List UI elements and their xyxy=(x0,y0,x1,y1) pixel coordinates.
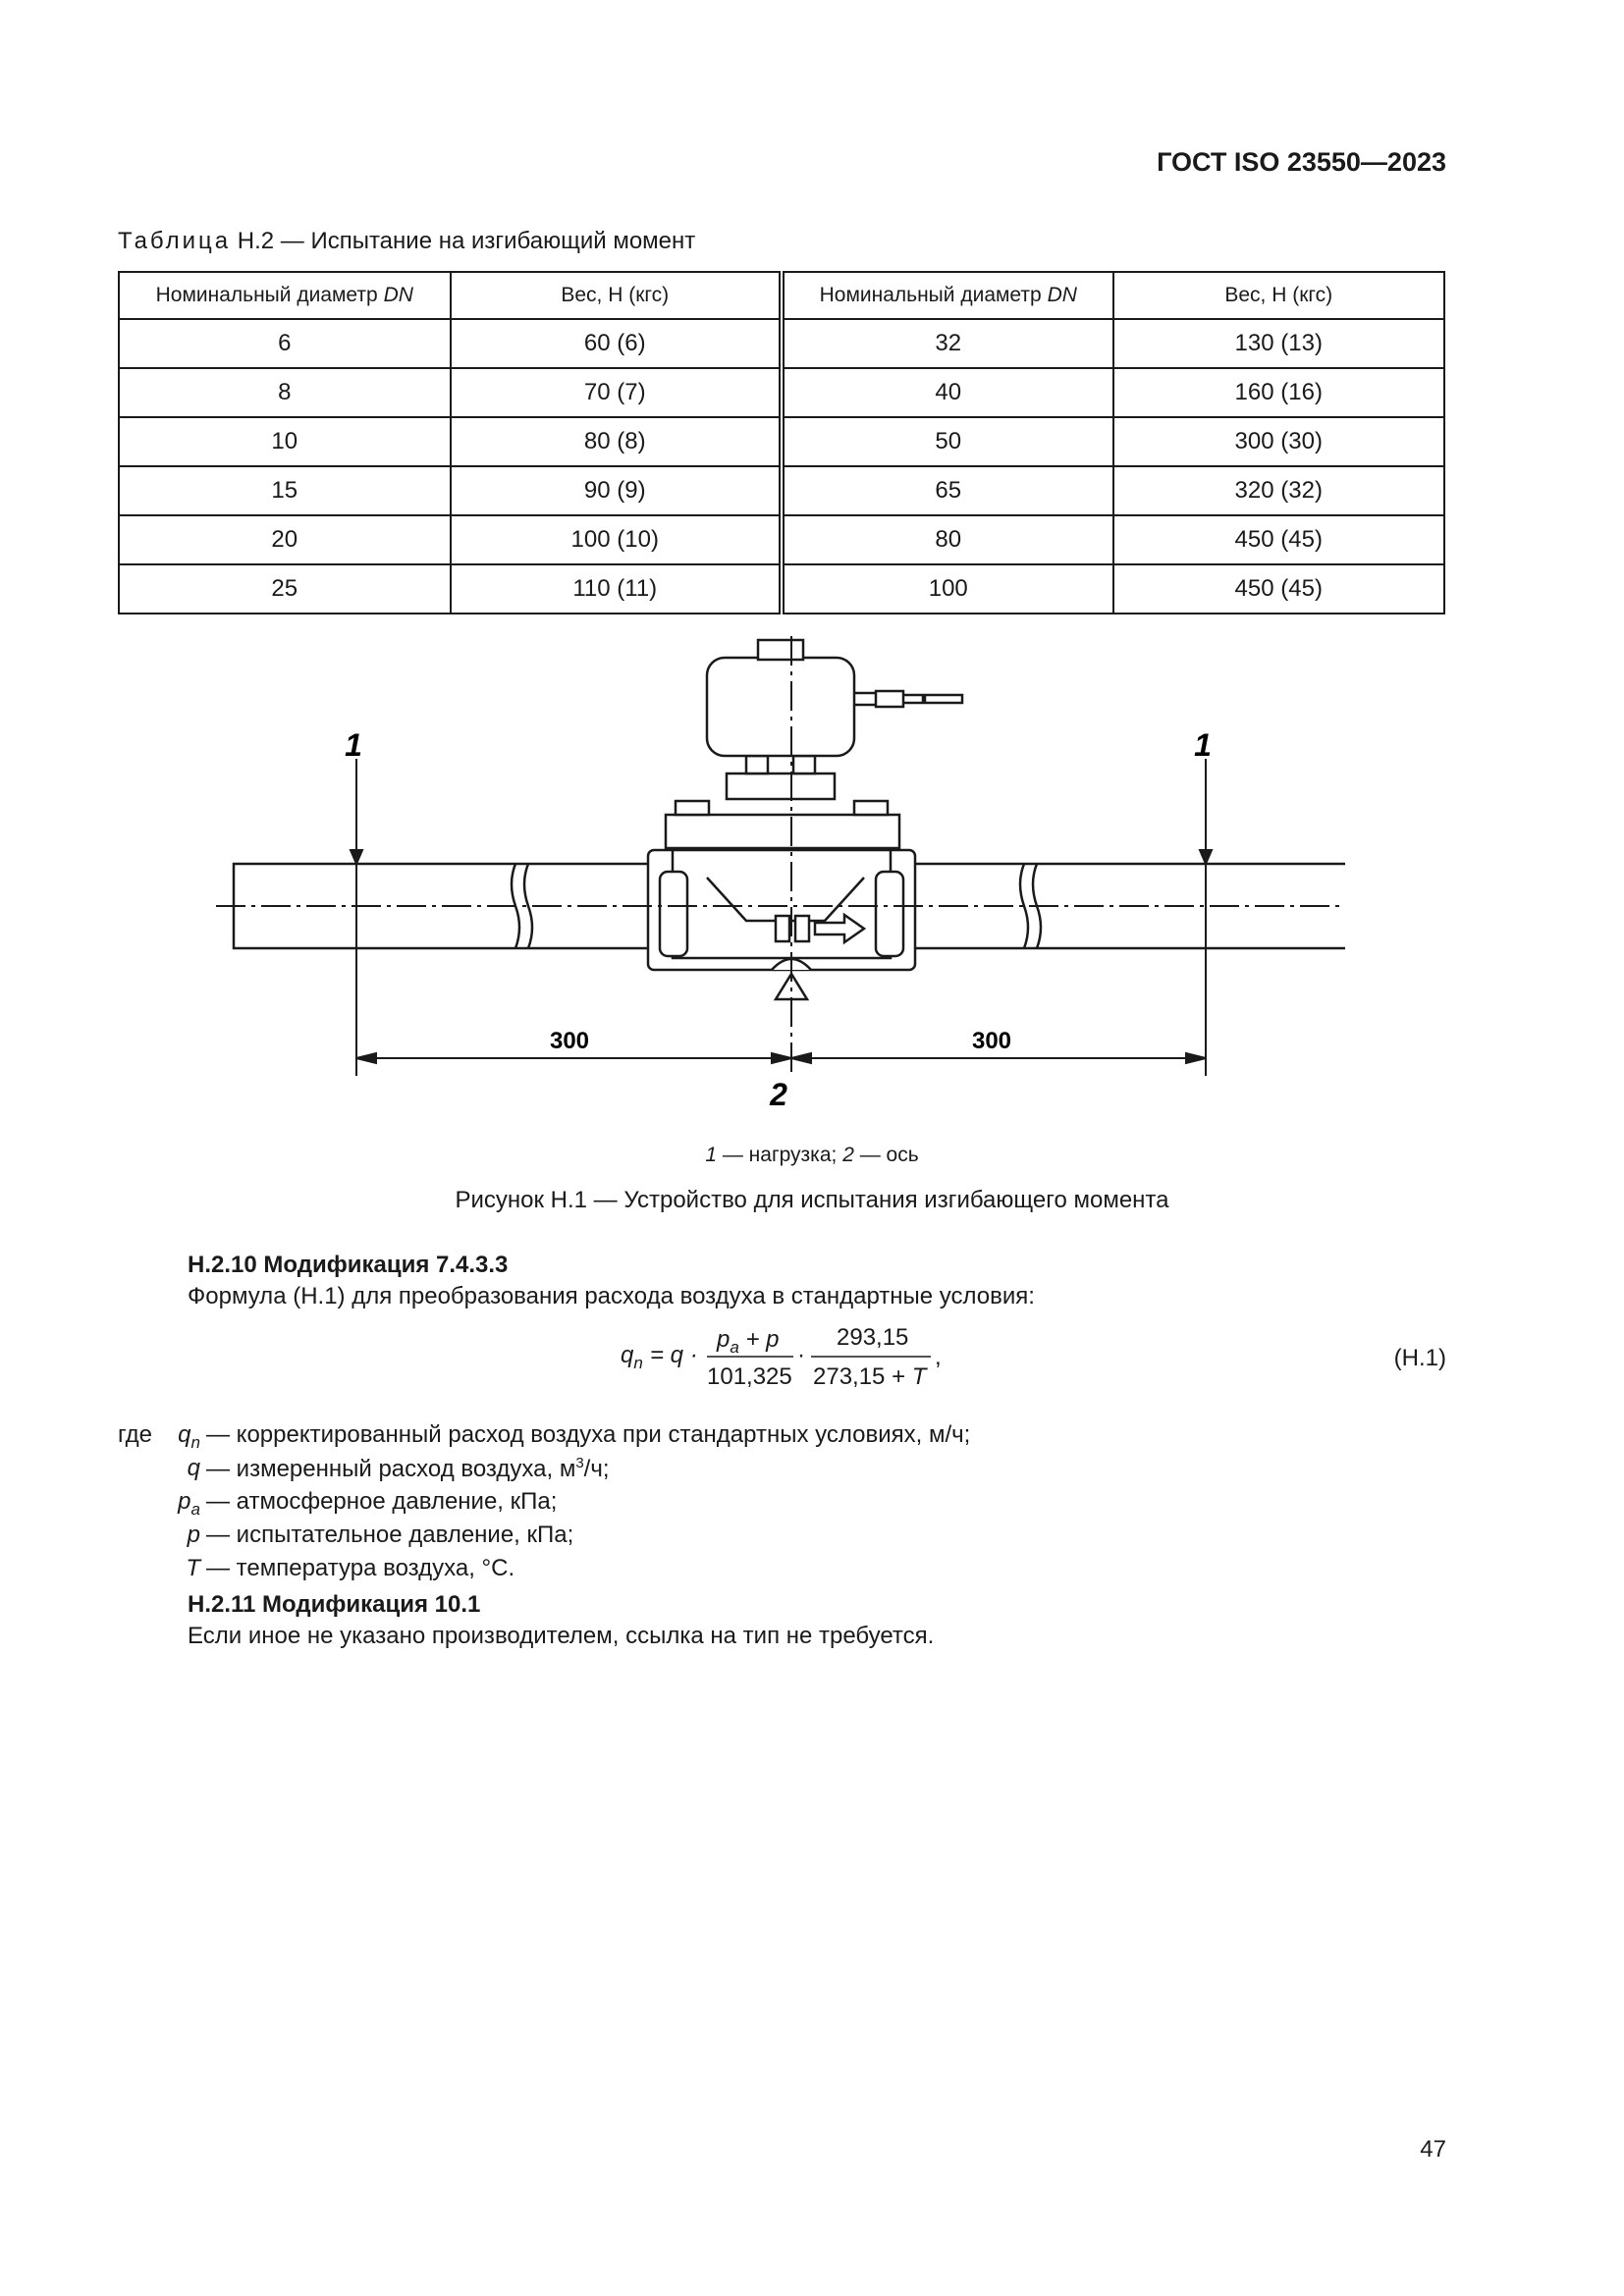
table-caption-text: Н.2 — Испытание на изгибающий момент xyxy=(237,228,696,254)
svg-text:pa + p: pa + p xyxy=(716,1326,780,1357)
figure-key: 1 — нагрузка; 2 — ось xyxy=(705,1144,919,1166)
svg-text:101,325: 101,325 xyxy=(707,1363,792,1390)
table-cell: 100 (10) xyxy=(449,514,785,565)
table-header-row: Номинальный диаметр DN Вес, Н (кгс) Номи… xyxy=(118,271,1445,320)
where-description: — измеренный расход воздуха, м3/ч; xyxy=(206,1455,610,1482)
table-cell: 32 xyxy=(781,318,1114,369)
dimension-left: 300 xyxy=(550,1028,589,1054)
table-cell: 8 xyxy=(118,367,452,418)
svg-text:·: · xyxy=(797,1342,805,1368)
header-weight-2: Вес, Н (кгс) xyxy=(1111,271,1445,320)
table-cell: 15 xyxy=(118,465,452,516)
table-caption: Таблица Н.2 — Испытание на изгибающий мо… xyxy=(118,228,695,255)
table-cell: 25 xyxy=(118,563,452,614)
table-cell: 80 xyxy=(781,514,1114,565)
where-description: — испытательное давление, кПа; xyxy=(206,1522,574,1548)
svg-text:293,15: 293,15 xyxy=(837,1324,908,1351)
where-item: pa— атмосферное давление, кПа; xyxy=(108,1488,1090,1522)
table-cell: 6 xyxy=(118,318,452,369)
table-cell: 300 (30) xyxy=(1111,416,1445,467)
document-code: ГОСТ ISO 23550—2023 xyxy=(1157,147,1446,177)
section-text-h2-10: Формула (Н.1) для преобразования расхода… xyxy=(188,1283,1035,1309)
table-cell: 90 (9) xyxy=(449,465,785,516)
where-prefix: где xyxy=(118,1421,153,1448)
section-title-h2-10: Н.2.10 Модификация 7.4.3.3 xyxy=(188,1252,509,1278)
table-cell: 110 (11) xyxy=(449,563,785,614)
svg-text:qn: qn xyxy=(621,1342,643,1372)
label-load-left: 1 xyxy=(345,727,362,763)
where-symbol: pa xyxy=(178,1488,200,1519)
table-cell: 50 xyxy=(781,416,1114,467)
header-dn-2: Номинальный диаметр DN xyxy=(781,271,1114,320)
header-dn-1: Номинальный диаметр DN xyxy=(118,271,452,320)
header-weight-1: Вес, Н (кгс) xyxy=(449,271,785,320)
bending-test-figure: 1 1 300 300 2 xyxy=(216,636,1345,1112)
label-load-right: 1 xyxy=(1194,727,1212,763)
where-item: p— испытательное давление, кПа; xyxy=(108,1522,1090,1555)
equation-number: (Н.1) xyxy=(1393,1345,1446,1371)
table-cell: 65 xyxy=(781,465,1114,516)
where-list: qn— корректированный расход воздуха при … xyxy=(108,1421,1090,1588)
table-caption-word: Таблица xyxy=(118,228,232,254)
table-cell: 130 (13) xyxy=(1111,318,1445,369)
table-cell: 10 xyxy=(118,416,452,467)
where-item: T— температура воздуха, °C. xyxy=(108,1555,1090,1588)
where-description: — корректированный расход воздуха при ст… xyxy=(206,1421,971,1448)
label-axis: 2 xyxy=(769,1077,787,1112)
table-cell: 450 (45) xyxy=(1111,563,1445,614)
table-cell: 100 xyxy=(781,563,1114,614)
table-cell: 450 (45) xyxy=(1111,514,1445,565)
where-description: — атмосферное давление, кПа; xyxy=(206,1488,558,1515)
formula-h1: qn = q · pa + p 101,325 · 293,15 273,15 … xyxy=(621,1324,942,1390)
table-cell: 70 (7) xyxy=(449,367,785,418)
where-symbol: qn xyxy=(178,1421,200,1452)
svg-text:,: , xyxy=(935,1344,942,1370)
where-symbol: p xyxy=(187,1522,200,1548)
section-title-h2-11: Н.2.11 Модификация 10.1 xyxy=(188,1591,481,1618)
where-symbol: q xyxy=(187,1455,200,1481)
dimension-right: 300 xyxy=(972,1028,1011,1054)
where-description: — температура воздуха, °C. xyxy=(206,1555,515,1581)
where-item: q— измеренный расход воздуха, м3/ч; xyxy=(108,1455,1090,1488)
figure-caption: Рисунок Н.1 — Устройство для испытания и… xyxy=(455,1187,1169,1213)
section-text-h2-11: Если иное не указано производителем, ссы… xyxy=(188,1623,935,1649)
svg-text:273,15 + T: 273,15 + T xyxy=(813,1363,929,1390)
table-cell: 40 xyxy=(781,367,1114,418)
table-cell: 60 (6) xyxy=(449,318,785,369)
where-symbol: T xyxy=(186,1555,200,1581)
solenoid-coil xyxy=(705,656,856,758)
table-cell: 20 xyxy=(118,514,452,565)
table-cell: 80 (8) xyxy=(449,416,785,467)
page-number: 47 xyxy=(1420,2136,1446,2163)
where-item: qn— корректированный расход воздуха при … xyxy=(108,1421,1090,1455)
table-cell: 320 (32) xyxy=(1111,465,1445,516)
svg-text:= q ·: = q · xyxy=(650,1342,698,1368)
table-cell: 160 (16) xyxy=(1111,367,1445,418)
bending-moment-table: Номинальный диаметр DN Вес, Н (кгс) Номи… xyxy=(118,271,1445,614)
